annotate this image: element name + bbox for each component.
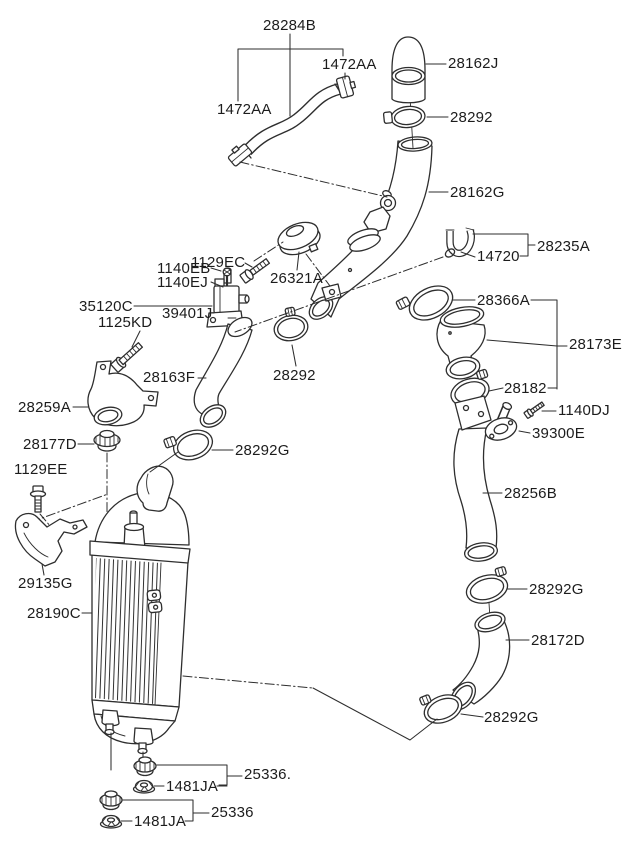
clamp-1472aa-right-drawing xyxy=(335,75,357,99)
part-label-28366a: 28366A xyxy=(477,292,530,309)
air-duct-28162j-drawing xyxy=(391,36,426,149)
part-label-39300e: 39300E xyxy=(532,425,585,442)
part-label-28190c: 28190C xyxy=(27,605,81,622)
part-label-28182: 28182 xyxy=(504,380,547,397)
part-label-28163f: 28163F xyxy=(143,369,196,386)
actuator-26321a-drawing xyxy=(277,221,321,256)
bolt-1129ee-drawing xyxy=(29,485,47,513)
clamp-28292-top-drawing xyxy=(382,105,426,129)
bolt-1129ec-drawing xyxy=(239,258,271,284)
part-label-28292g-lower: 28292G xyxy=(484,709,539,726)
part-label-28172d: 28172D xyxy=(531,632,585,649)
part-label-28256b: 28256B xyxy=(504,485,557,502)
part-label-1125kd: 1125KD xyxy=(98,314,153,331)
bolt-1140dj-drawing xyxy=(523,401,545,419)
fitting-39300e-drawing xyxy=(484,401,518,441)
part-label-1140eb: 1140EB xyxy=(157,260,211,277)
hose-14720-drawing xyxy=(444,227,475,258)
hose-28163f-drawing xyxy=(193,316,253,428)
reference-dash-lines-front xyxy=(234,161,444,333)
intercooler-clip xyxy=(146,589,163,614)
part-label-28173e: 28173E xyxy=(569,336,622,353)
clamp-28292-middle-drawing xyxy=(273,306,309,342)
part-label-28284b: 28284B xyxy=(263,17,316,34)
part-label-1481ja-upper: 1481JA xyxy=(166,778,219,795)
part-label-28292g-middle: 28292G xyxy=(529,581,584,598)
hose-28284b-drawing xyxy=(241,83,343,159)
leader-lines xyxy=(41,33,568,822)
part-label-35120c: 35120C xyxy=(79,298,133,315)
part-label-1129ee: 1129EE xyxy=(14,461,68,478)
part-label-1129ec: 1129EC xyxy=(191,254,246,271)
bracket-28259a-drawing xyxy=(87,360,159,427)
clamp-1472aa-left-drawing xyxy=(227,143,253,167)
pipe-28256b-drawing xyxy=(453,395,499,562)
part-label-1140dj: 1140DJ xyxy=(558,402,610,419)
part-label-1481ja-lower: 1481JA xyxy=(134,813,187,830)
tube-28162g-drawing xyxy=(308,136,433,320)
pipe-28173e-drawing xyxy=(436,306,486,380)
part-label-26321a: 26321A xyxy=(270,270,323,287)
part-label-28162j: 28162J xyxy=(448,55,499,72)
part-label-28162g: 28162G xyxy=(450,184,505,201)
clamp-28292g-middle-drawing xyxy=(465,566,509,620)
part-label-14720: 14720 xyxy=(477,248,520,265)
part-label-29135g: 29135G xyxy=(18,575,73,592)
clamp-28292g-upper-drawing xyxy=(163,429,214,461)
part-label-28177d: 28177D xyxy=(23,436,77,453)
part-label-28292-middle: 28292 xyxy=(273,367,316,384)
clamp-28366a-drawing xyxy=(395,285,454,321)
part-label-28292-top: 28292 xyxy=(450,109,493,126)
part-label-28235a: 28235A xyxy=(537,238,590,255)
hose-28172d-drawing xyxy=(449,611,511,711)
grommet-28177d-drawing xyxy=(93,429,121,452)
clamp-28292g-lower-drawing xyxy=(419,694,463,724)
part-label-1472aa-left: 1472AA xyxy=(217,101,272,118)
intercooler-28190c-drawing xyxy=(89,465,191,755)
part-label-25336-upper: 25336. xyxy=(244,766,292,783)
grommet-nut-group-upper-drawing xyxy=(132,756,157,794)
part-label-28292g-upper: 28292G xyxy=(235,442,290,459)
part-label-39401j: 39401J xyxy=(162,305,213,322)
part-label-28259a: 28259A xyxy=(18,399,71,416)
part-label-1140ej: 1140EJ xyxy=(157,274,208,291)
grommet-nut-group-lower-drawing xyxy=(99,790,123,829)
screw-1140eb-drawing xyxy=(222,267,232,287)
part-label-25336-lower: 25336 xyxy=(211,804,254,821)
part-label-1472aa-right: 1472AA xyxy=(322,56,377,73)
bolt-1125kd-drawing xyxy=(110,342,144,373)
bracket-29135g-drawing xyxy=(14,512,88,567)
